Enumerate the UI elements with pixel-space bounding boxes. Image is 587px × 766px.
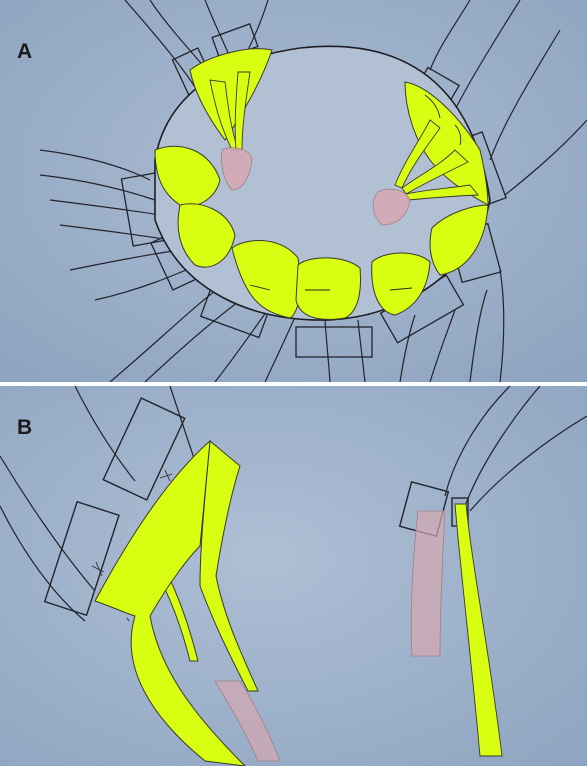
panel-a: A [0,0,587,382]
panel-label-a: A [17,40,32,64]
panel-b: B [0,386,587,766]
paper-background [0,386,587,766]
panel-b-drawing [0,386,587,766]
panel-label-b: B [17,416,32,440]
panel-a-drawing [0,0,587,382]
